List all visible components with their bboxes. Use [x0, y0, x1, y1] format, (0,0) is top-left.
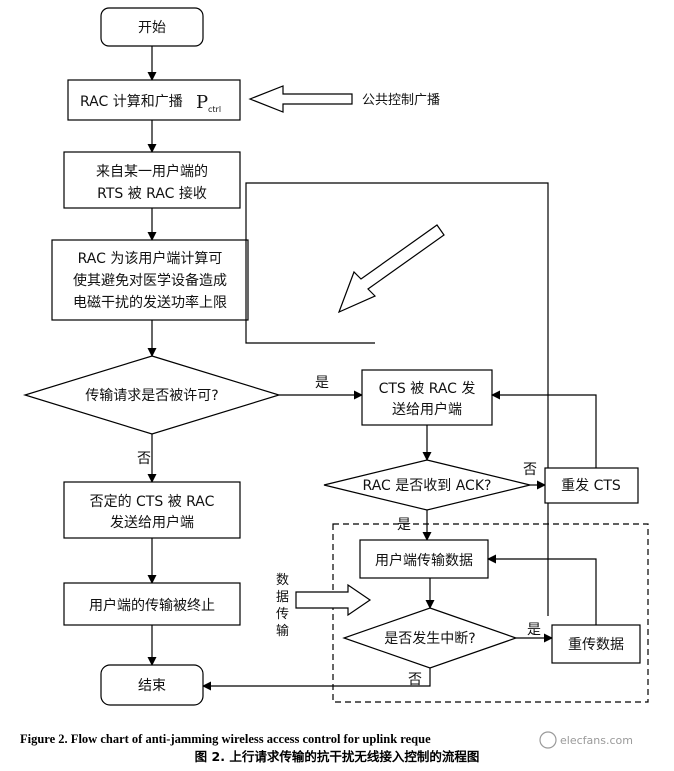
watermark: elecfans.com [539, 731, 633, 749]
end-node [100, 664, 204, 706]
edge-yes2-label: 是 [397, 517, 411, 533]
edge-no2-label: 否 [523, 462, 537, 478]
watermark-logo-icon [539, 731, 557, 749]
p-ctrl-sub: ctrl [208, 105, 221, 114]
user-data-label: 用户端传输数据 [375, 552, 473, 569]
interrupt-decision-label: 是否发生中断? [384, 631, 475, 647]
feedback-hollow-arrow [337, 224, 445, 314]
calc-line3: 电磁干扰的发送功率上限 [73, 294, 227, 311]
public-broadcast-label: 公共控制广播 [362, 93, 440, 108]
rts-line2: RTS 被 RAC 接收 [97, 185, 207, 202]
retransmit-label: 重传数据 [568, 637, 624, 653]
data-hollow-arrow [295, 583, 372, 617]
edge-retransmit-loop [487, 554, 597, 625]
cts-line1: CTS 被 RAC 发 [379, 381, 476, 397]
edge-no3-label: 否 [408, 672, 422, 688]
edge-interrupt-no [202, 668, 431, 691]
edge-no1-label: 否 [137, 451, 151, 467]
deny-line2: 发送给用户端 [110, 514, 194, 531]
resend-cts-box [544, 467, 639, 504]
watermark-text: elecfans.com [560, 734, 633, 747]
terminated-label: 用户端的传输被终止 [89, 597, 215, 614]
rts-line1: 来自某一用户端的 [96, 163, 208, 180]
permit-decision-label: 传输请求是否被许可? [85, 388, 218, 404]
data-vertical-2: 据 [276, 590, 289, 605]
caption-en: Figure 2. Flow chart of anti-jamming wir… [20, 732, 431, 746]
end-label: 结束 [138, 678, 166, 694]
rac-compute-label: RAC 计算和广播 [80, 94, 183, 110]
data-transfer-region [332, 523, 649, 703]
caption-zh: 图 2. 上行请求传输的抗干扰无线接入控制的流程图 [195, 749, 480, 764]
data-vertical-1: 数 [276, 573, 289, 588]
calc-line2: 使其避免对医学设备造成 [73, 272, 227, 289]
terminated-box [63, 582, 241, 626]
broadcast-hollow-arrow [248, 85, 353, 113]
resend-cts-label: 重发 CTS [561, 478, 621, 494]
edge-yes3-label: 是 [527, 622, 541, 638]
retransmit-box [551, 624, 641, 664]
deny-line1: 否定的 CTS 被 RAC [90, 494, 215, 510]
calc-box [51, 239, 249, 321]
calc-line1: RAC 为该用户端计算可 [78, 250, 223, 267]
ack-decision-label: RAC 是否收到 ACK? [363, 478, 492, 494]
rac-compute-box [67, 79, 241, 121]
data-vertical-4: 输 [276, 623, 289, 639]
start-label: 开始 [138, 20, 166, 36]
cts-line2: 送给用户端 [392, 401, 462, 418]
p-ctrl-main: P [196, 92, 208, 113]
edge-resend-cts-loop [491, 390, 597, 468]
edge-yes1-label: 是 [315, 375, 329, 391]
data-vertical-3: 传 [276, 607, 289, 622]
feedback-frame [245, 182, 549, 616]
